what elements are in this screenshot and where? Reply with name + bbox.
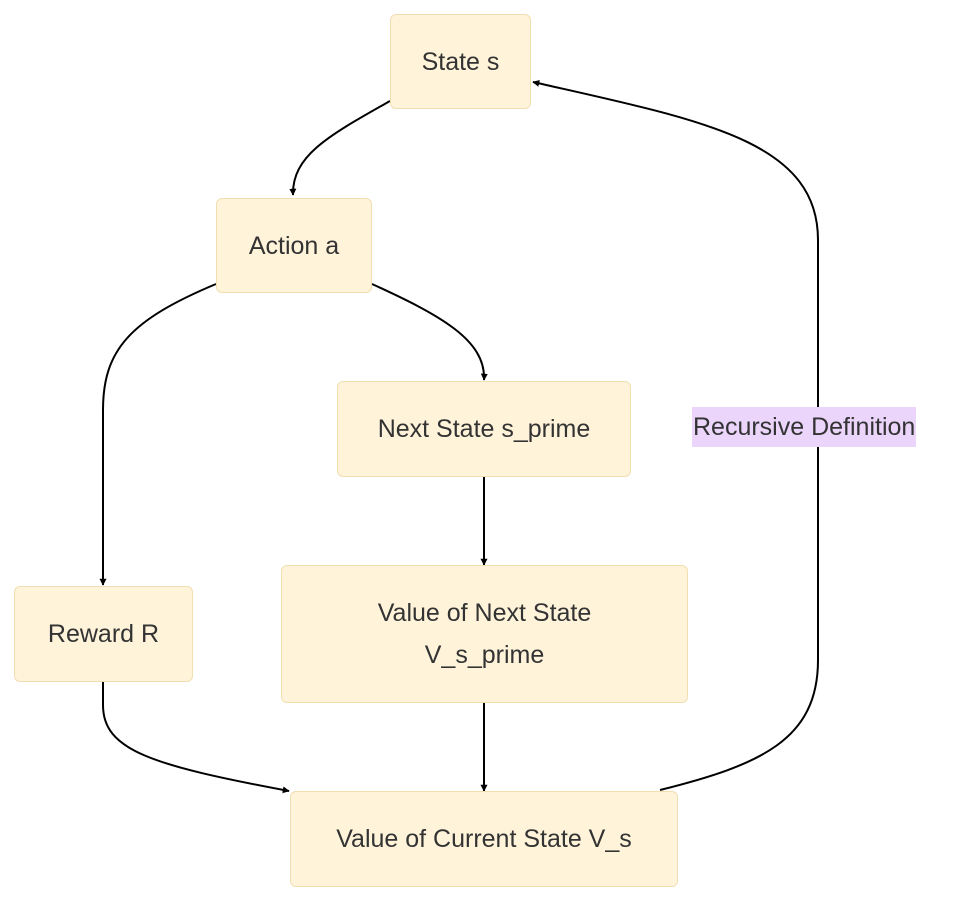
node-reward-label: Reward R — [47, 620, 160, 648]
edge-label-recursive-definition: Recursive Definition — [692, 407, 917, 447]
node-value-next-state[interactable]: Value of Next State V_s_prime — [281, 565, 688, 703]
node-value-next-state-line1: Value of Next State — [377, 599, 592, 627]
node-next-state-label: Next State s_prime — [377, 415, 591, 443]
node-value-current-state[interactable]: Value of Current State V_s — [290, 791, 678, 887]
edge-state-to-action — [289, 100, 391, 196]
node-next-state[interactable]: Next State s_prime — [337, 381, 631, 477]
node-value-current-state-label: Value of Current State V_s — [336, 825, 632, 853]
node-action-a[interactable]: Action a — [216, 198, 372, 293]
node-state-s[interactable]: State s — [390, 14, 531, 109]
edge-action-to-reward — [99, 283, 217, 586]
edge-action-to-next-state — [371, 283, 488, 381]
node-action-a-label: Action a — [248, 231, 340, 260]
edge-recursive-definition — [532, 79, 819, 791]
edge-reward-to-value-current — [102, 682, 290, 794]
node-state-s-label: State s — [421, 47, 500, 76]
node-reward[interactable]: Reward R — [14, 586, 193, 682]
node-value-next-state-line2: V_s_prime — [424, 641, 545, 669]
